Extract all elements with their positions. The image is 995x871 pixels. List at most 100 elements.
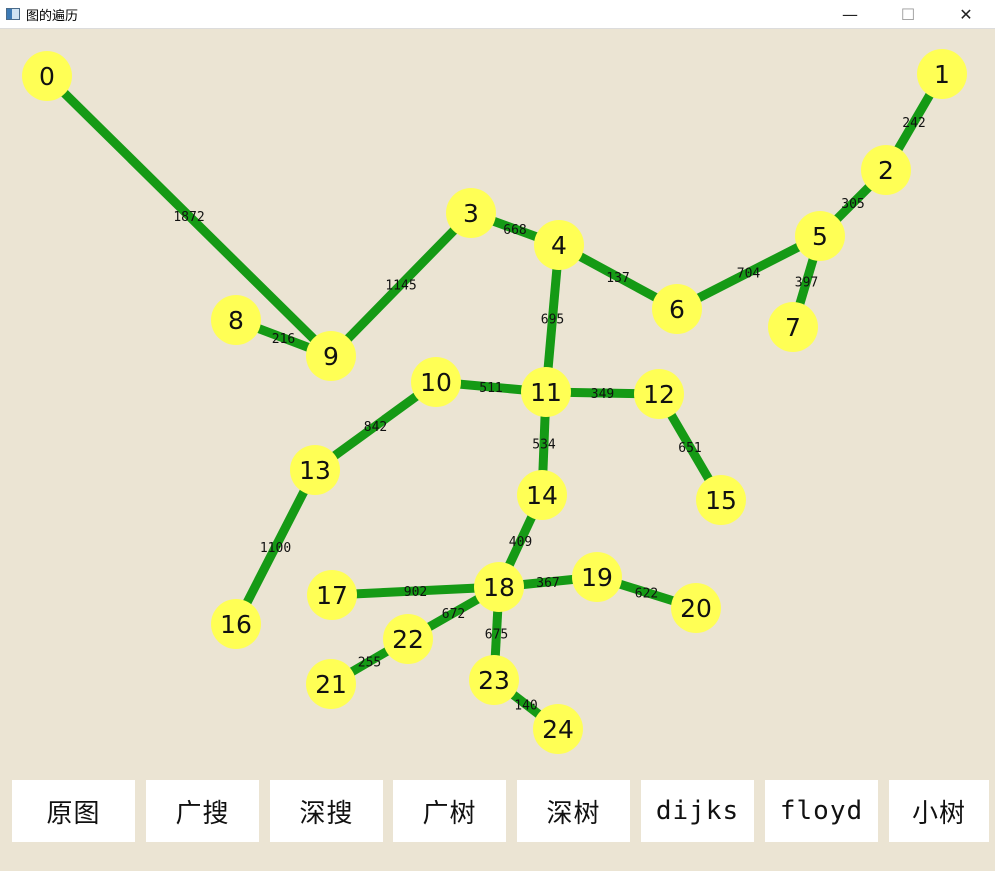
window-title: 图的遍历 <box>26 8 79 24</box>
node-2[interactable]: 2 <box>861 145 911 195</box>
node-label: 1 <box>934 60 950 89</box>
node-label: 8 <box>228 306 244 335</box>
title-bar[interactable]: 图的遍历 — ☐ ✕ <box>0 0 995 29</box>
node-22[interactable]: 22 <box>383 614 433 664</box>
edge-weight-label: 140 <box>514 699 537 714</box>
edge-weight-label: 704 <box>737 267 761 282</box>
edge-weight-label: 672 <box>442 607 465 622</box>
edge-weight-label: 255 <box>358 656 381 671</box>
node-label: 2 <box>878 156 894 185</box>
node-label: 3 <box>463 199 479 228</box>
node-23[interactable]: 23 <box>469 655 519 705</box>
node-label: 4 <box>551 231 567 260</box>
node-0[interactable]: 0 <box>22 51 72 101</box>
node-8[interactable]: 8 <box>211 295 261 345</box>
node-circle <box>521 367 571 417</box>
node-19[interactable]: 19 <box>572 552 622 602</box>
node-17[interactable]: 17 <box>307 570 357 620</box>
app-icon <box>6 8 20 20</box>
node-circle <box>533 704 583 754</box>
node-21[interactable]: 21 <box>306 659 356 709</box>
edge-weight-label: 675 <box>485 628 508 643</box>
node-label: 18 <box>483 573 515 602</box>
edge-weight-label: 534 <box>532 438 556 453</box>
node-12[interactable]: 12 <box>634 369 684 419</box>
node-circle <box>306 331 356 381</box>
bfs-tree-button[interactable]: 广树 <box>393 780 506 842</box>
edge-weight-label: 842 <box>364 420 387 435</box>
minimize-button[interactable]: — <box>842 5 858 24</box>
node-label: 9 <box>323 342 339 371</box>
min-spanning-tree-button[interactable]: 小树 <box>889 780 989 842</box>
node-1[interactable]: 1 <box>917 49 967 99</box>
edge-weight-label: 622 <box>635 587 658 602</box>
maximize-button[interactable]: ☐ <box>900 5 916 24</box>
node-16[interactable]: 16 <box>211 599 261 649</box>
node-circle <box>306 659 356 709</box>
node-label: 0 <box>39 62 55 91</box>
node-label: 12 <box>643 380 675 409</box>
bfs-button[interactable]: 广搜 <box>146 780 259 842</box>
node-9[interactable]: 9 <box>306 331 356 381</box>
edge-weight-label: 137 <box>606 271 629 286</box>
dfs-button[interactable]: 深搜 <box>270 780 383 842</box>
node-circle <box>517 470 567 520</box>
dfs-tree-button[interactable]: 深树 <box>517 780 630 842</box>
node-label: 13 <box>299 456 331 485</box>
node-circle <box>22 51 72 101</box>
node-label: 17 <box>316 581 348 610</box>
node-circle <box>795 211 845 261</box>
edge-0-9 <box>43 72 335 360</box>
edge-weight-label: 1872 <box>173 210 204 225</box>
node-circle <box>917 49 967 99</box>
node-10[interactable]: 10 <box>411 357 461 407</box>
node-circle <box>474 562 524 612</box>
node-label: 23 <box>478 666 510 695</box>
node-label: 14 <box>526 481 558 510</box>
node-circle <box>696 475 746 525</box>
node-4[interactable]: 4 <box>534 220 584 270</box>
node-circle <box>211 295 261 345</box>
node-circle <box>572 552 622 602</box>
edge-weight-label: 397 <box>795 276 818 291</box>
node-7[interactable]: 7 <box>768 302 818 352</box>
node-label: 19 <box>581 563 613 592</box>
node-20[interactable]: 20 <box>671 583 721 633</box>
node-15[interactable]: 15 <box>696 475 746 525</box>
edge-weight-label: 902 <box>404 585 427 600</box>
node-label: 21 <box>315 670 347 699</box>
node-3[interactable]: 3 <box>446 188 496 238</box>
floyd-button[interactable]: floyd <box>765 780 878 842</box>
node-18[interactable]: 18 <box>474 562 524 612</box>
edge-weight-label: 1145 <box>385 279 416 294</box>
node-circle <box>469 655 519 705</box>
edge-5-6 <box>674 231 823 314</box>
edge-weight-label: 668 <box>503 223 526 238</box>
node-5[interactable]: 5 <box>795 211 845 261</box>
node-14[interactable]: 14 <box>517 470 567 520</box>
node-label: 15 <box>705 486 737 515</box>
edge-weight-label: 1100 <box>260 541 291 556</box>
edge-weight-label: 651 <box>678 441 701 456</box>
node-circle <box>383 614 433 664</box>
edge-weight-label: 511 <box>479 381 502 396</box>
node-circle <box>861 145 911 195</box>
edge-17-18 <box>331 582 500 600</box>
close-button[interactable]: ✕ <box>959 5 973 24</box>
node-label: 16 <box>220 610 252 639</box>
node-6[interactable]: 6 <box>652 284 702 334</box>
node-11[interactable]: 11 <box>521 367 571 417</box>
dijkstra-button[interactable]: dijks <box>641 780 754 842</box>
node-24[interactable]: 24 <box>533 704 583 754</box>
node-label: 5 <box>812 222 828 251</box>
node-label: 22 <box>392 625 424 654</box>
node-13[interactable]: 13 <box>290 445 340 495</box>
node-circle <box>768 302 818 352</box>
node-circle <box>411 357 461 407</box>
node-label: 11 <box>530 378 562 407</box>
original-graph-button[interactable]: 原图 <box>12 780 135 842</box>
node-circle <box>446 188 496 238</box>
